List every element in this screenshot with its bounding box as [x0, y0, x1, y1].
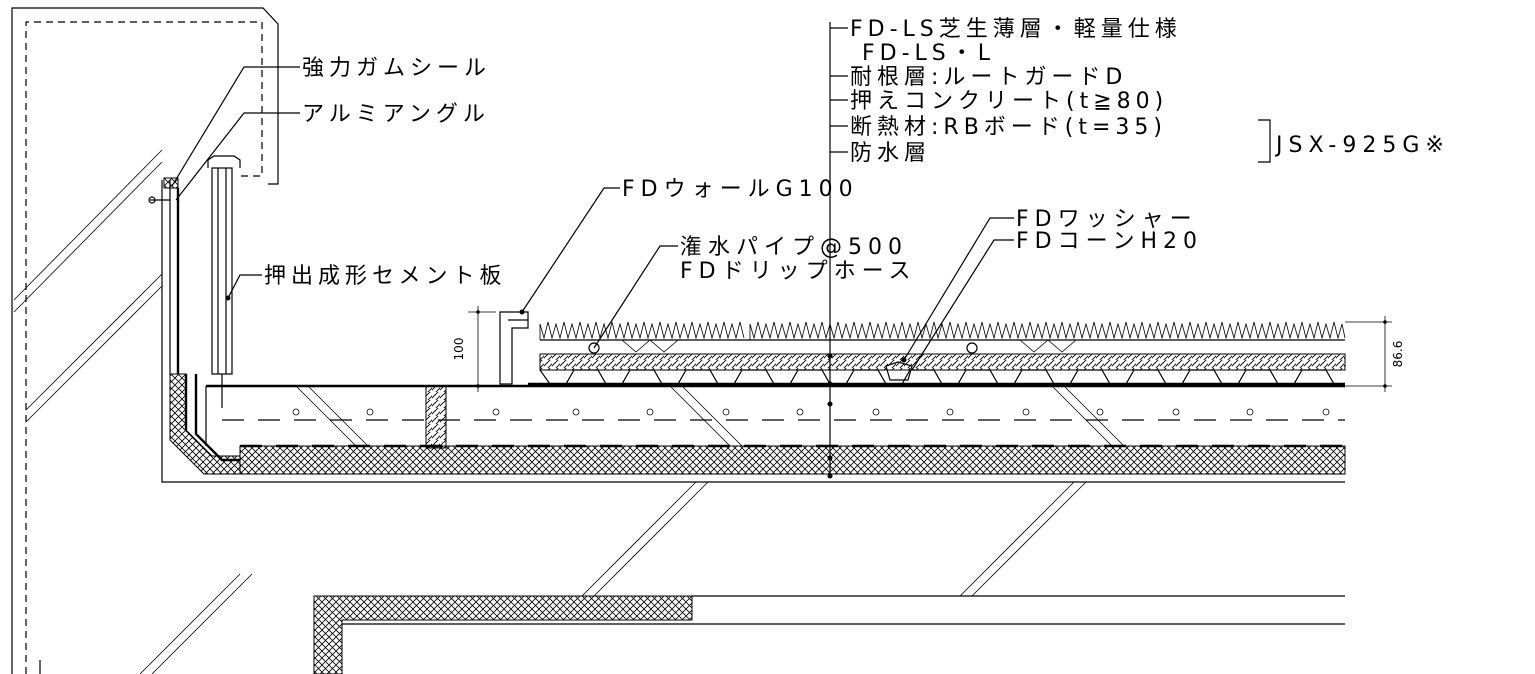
label-extruded-cement-board: 押出成形セメント板	[264, 264, 507, 289]
label-strong-gum-seal: 強力ガムシール	[302, 56, 491, 81]
label-drip-hose: FDドリップホース	[680, 259, 917, 284]
roof-slab-section	[161, 180, 1346, 674]
label-spec-line5: 断熱材:RBボード(t=35)	[850, 115, 1167, 140]
parapet-wall	[11, 7, 279, 674]
label-fd-washer: FDワッシャー	[1016, 207, 1198, 232]
dimension-label-100: 100	[452, 338, 466, 361]
dimension-100: 100	[452, 306, 496, 392]
dimension-86-6: 86.6	[1345, 316, 1405, 392]
label-spec-line3: 耐根層:ルートガードD	[850, 65, 1127, 90]
drain-fitting	[424, 385, 448, 449]
label-spec-line6: 防水層	[850, 141, 931, 166]
layer-leader-line	[827, 22, 1271, 479]
turf-layer-system	[528, 321, 1346, 386]
dimension-label-86-6: 86.6	[1391, 341, 1405, 368]
fd-wall-g100	[499, 309, 529, 385]
aluminum-angle-and-seal	[148, 177, 180, 374]
leader-lines	[171, 66, 1014, 371]
extruded-cement-board	[207, 155, 241, 408]
label-spec-line4: 押えコンクリート(t≧80)	[850, 89, 1168, 114]
label-spec-line1: FD-LS芝生薄層・軽量仕様	[850, 17, 1182, 42]
label-aluminum-angle: アルミアングル	[302, 102, 490, 127]
label-fd-cone: FDコーンH20	[1016, 229, 1203, 254]
label-spec-bracket: JSX-925G※	[1274, 133, 1450, 158]
rebar-marks	[292, 408, 1330, 416]
label-water-pipe: 潅水パイプ@500	[680, 235, 908, 260]
label-fd-wall: FDウォールG100	[622, 177, 859, 202]
label-spec-line2: FD-LS・L	[862, 41, 995, 66]
